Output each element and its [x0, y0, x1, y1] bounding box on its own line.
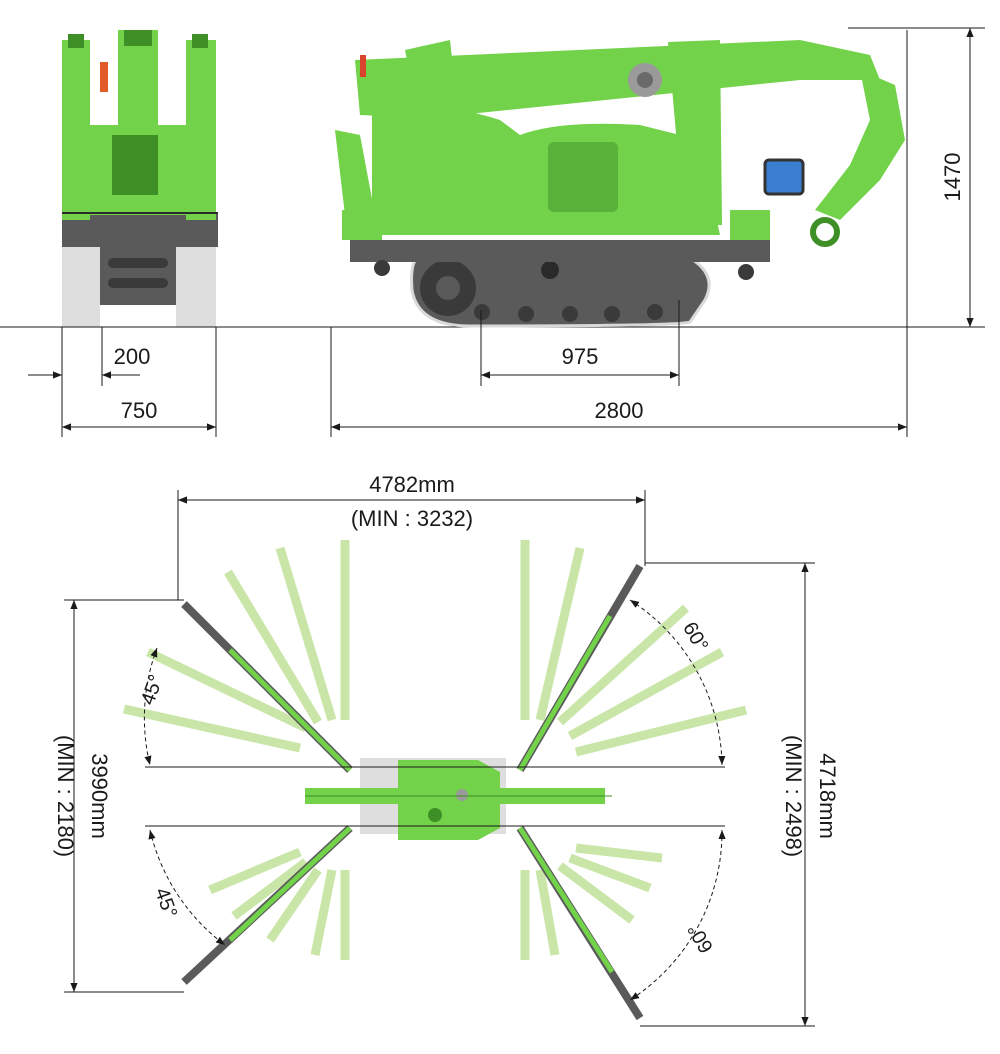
top-dimensions: 4782mm (MIN : 3232) 3990mm (MIN : 2180) … — [53, 472, 840, 1027]
top-view — [123, 540, 748, 1021]
top-width-min-label: (MIN : 3232) — [351, 506, 473, 531]
left-height-min-label: (MIN : 2180) — [53, 735, 78, 857]
outrigger-alternate-positions — [123, 540, 748, 960]
angle-label-front-left: 45° — [137, 672, 168, 708]
side-outrigger-rear — [668, 40, 722, 225]
angle-arc-rear-right — [629, 829, 726, 1001]
front-mast — [118, 30, 158, 130]
front-outrigger-right — [186, 40, 216, 220]
side-jib — [815, 70, 905, 220]
wheelbase-label: 975 — [562, 344, 599, 369]
right-height-label: 4718mm — [815, 753, 840, 839]
hook-icon — [810, 217, 840, 247]
front-undercarriage — [100, 245, 176, 305]
front-shadow-right — [176, 245, 216, 327]
front-outrigger-left — [62, 40, 90, 220]
angle-label-rear-right: 60° — [684, 919, 718, 956]
side-boom — [355, 40, 880, 118]
top-width-label: 4782mm — [369, 472, 455, 497]
length-label: 2800 — [595, 398, 644, 423]
height-label: 1470 — [940, 153, 965, 202]
angle-arc-rear-left — [148, 829, 226, 946]
offset-label: 200 — [114, 344, 151, 369]
control-box — [763, 158, 805, 196]
angle-arc-front-right — [629, 599, 726, 766]
angle-label-rear-left: 45° — [150, 885, 181, 921]
side-view — [335, 40, 905, 328]
side-dimensions: 2800 975 1470 — [330, 27, 985, 437]
front-shadow-left — [62, 245, 100, 327]
side-outrigger-front — [405, 40, 470, 225]
left-height-label: 3990mm — [87, 753, 112, 839]
side-frame — [350, 240, 770, 262]
angle-arc-front-left — [143, 647, 158, 766]
right-height-min-label: (MIN : 2498) — [781, 735, 806, 857]
front-dimensions: 200 750 — [28, 327, 217, 437]
front-view — [62, 30, 218, 327]
width-label: 750 — [121, 398, 158, 423]
